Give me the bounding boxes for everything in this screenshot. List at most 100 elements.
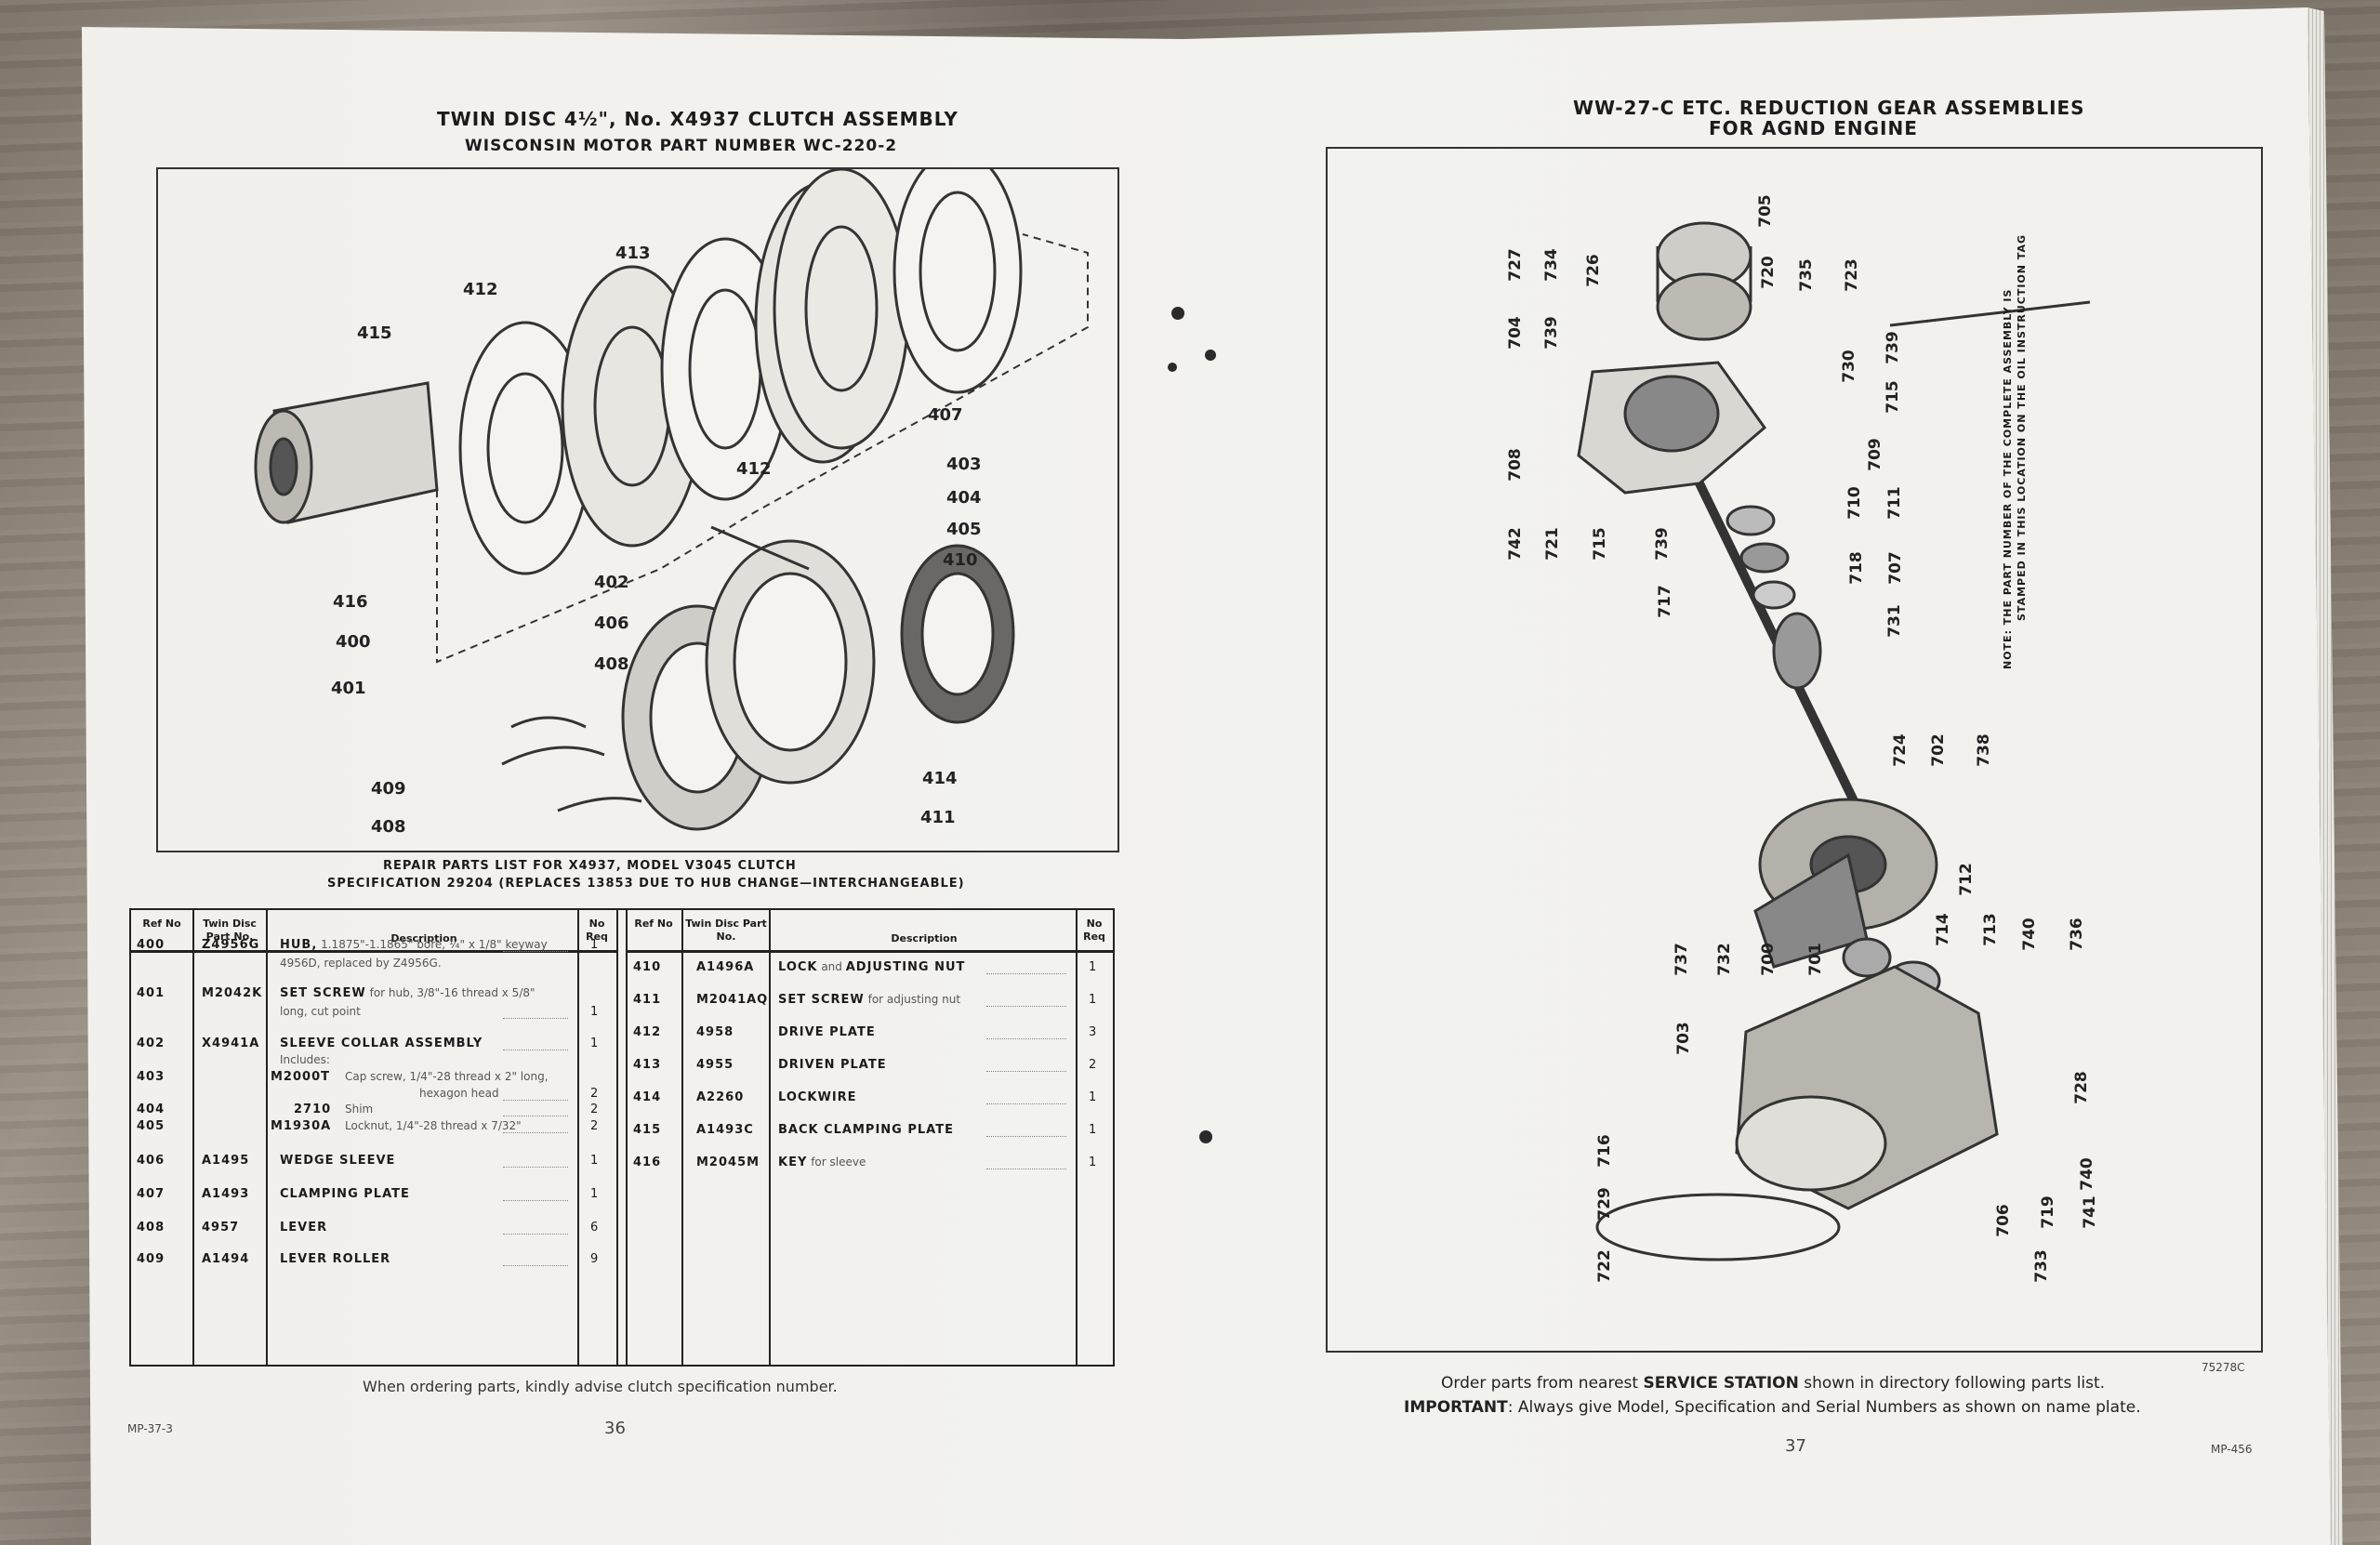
callout-label: 722: [1594, 1249, 1614, 1284]
description: Cap screw, 1/4"-28 thread x 2" long,: [345, 1070, 549, 1084]
quantity-required: 2: [590, 1087, 599, 1101]
callout-label: 732: [1714, 943, 1734, 977]
callout-label: 736: [2067, 917, 2086, 951]
quantity-required: 1: [590, 1037, 599, 1050]
quantity-required: 2: [1089, 1058, 1097, 1072]
punch-hole: [1199, 1130, 1212, 1143]
description-name: Shim: [345, 1103, 374, 1116]
callout-label: 702: [1928, 733, 1948, 767]
part-number: 4958: [696, 1025, 734, 1039]
order-note-text: shown in directory following parts list.: [1798, 1374, 2106, 1393]
callout-label: 738: [1974, 733, 1993, 767]
ref-number: 407: [137, 1187, 165, 1201]
description: LEVER ROLLER: [280, 1252, 390, 1266]
callout-label: 404: [946, 488, 982, 508]
callout-label: 714: [1933, 913, 1952, 946]
header-part: Twin Disc Part No.: [203, 918, 257, 943]
callout-label: 715: [1590, 527, 1609, 561]
callout-label: 730: [1839, 350, 1858, 383]
quantity-required: 1: [590, 1005, 599, 1019]
description: KEY for sleeve: [778, 1155, 866, 1169]
callout-label: 739: [1541, 316, 1561, 350]
assembly-note: NOTE: THE PART NUMBER OF THE COMPLETE AS…: [2001, 234, 2029, 669]
part-number: A1493: [202, 1187, 250, 1201]
description: CLAMPING PLATE: [280, 1187, 410, 1201]
header-part: Twin Disc Part No.: [685, 918, 767, 943]
dot-leader: [503, 951, 568, 952]
description-line2: long, cut point: [280, 1005, 361, 1018]
description-line2: hexagon head: [419, 1087, 499, 1100]
description-name: LOCKWIRE: [778, 1090, 857, 1104]
description-name: DRIVEN PLATE: [778, 1058, 887, 1072]
part-number: M2000T: [271, 1070, 330, 1084]
callout-label: 734: [1541, 247, 1561, 282]
callout-label: 415: [357, 324, 392, 343]
description-name: SET SCREW: [280, 986, 366, 1000]
description: Locknut, 1/4"-28 thread x 7/32": [345, 1119, 522, 1133]
dot-leader: [503, 1200, 568, 1201]
part-number: M1930A: [271, 1119, 332, 1133]
dot-leader: [986, 973, 1066, 974]
part-number: Z4956G: [202, 938, 260, 952]
dot-leader: [986, 1038, 1066, 1039]
description-name: SLEEVE COLLAR ASSEMBLY: [280, 1037, 483, 1050]
note-line-1: NOTE: THE PART NUMBER OF THE COMPLETE AS…: [2002, 288, 2014, 669]
description: DRIVE PLATE: [778, 1025, 876, 1039]
callout-label: 718: [1846, 551, 1866, 585]
parts-table-left: Ref No Twin Disc Part No. Description No…: [129, 908, 618, 1367]
callout-label: 717: [1655, 585, 1674, 618]
part-number: 4957: [202, 1221, 240, 1235]
important-text: : Always give Model, Specification and S…: [1507, 1398, 2141, 1417]
punch-hole: [1168, 363, 1177, 372]
part-number: 4955: [696, 1058, 734, 1072]
part-number: A2260: [696, 1090, 745, 1104]
callout-label: 414: [922, 769, 958, 788]
quantity-required: 1: [1089, 1155, 1097, 1169]
callout-label: 723: [1842, 258, 1861, 292]
clutch-exploded-drawing: [254, 169, 1089, 831]
callout-label: 739: [1883, 331, 1902, 365]
quantity-required: 9: [590, 1252, 599, 1266]
left-page-subtitle: WISCONSIN MOTOR PART NUMBER WC-220-2: [465, 137, 898, 155]
description-name: BACK CLAMPING PLATE: [778, 1123, 954, 1137]
header-description: Description: [390, 932, 457, 944]
quantity-required: 1: [1089, 993, 1097, 1007]
header-description: Description: [891, 932, 958, 944]
dot-leader: [986, 1006, 1066, 1007]
callout-label: 705: [1755, 194, 1775, 229]
dot-leader: [986, 1103, 1066, 1104]
callout-label: 715: [1883, 379, 1902, 414]
right-page-number: 37: [1785, 1436, 1806, 1456]
description-name: DRIVE PLATE: [778, 1025, 876, 1039]
quantity-required: 2: [590, 1103, 599, 1116]
reduction-gear-exploded-drawing: [1577, 221, 2091, 1261]
callout-label: 733: [2031, 1249, 2051, 1284]
dot-leader: [986, 1071, 1066, 1072]
callout-label: 402: [594, 573, 629, 592]
header-ref: Ref No: [142, 918, 181, 930]
callout-label: 406: [594, 614, 629, 633]
callout-label: 726: [1584, 254, 1604, 287]
description: SLEEVE COLLAR ASSEMBLY: [280, 1037, 483, 1050]
description-name: ADJUSTING NUT: [845, 960, 966, 974]
ref-number: 405: [137, 1119, 165, 1133]
description-name: Cap screw, 1/4"-28 thread x 2" long,: [345, 1070, 549, 1083]
quantity-required: 1: [590, 938, 599, 952]
callout-label: 703: [1673, 1022, 1693, 1056]
callout-label: 724: [1891, 733, 1911, 767]
ref-number: 406: [137, 1154, 165, 1168]
part-number: X4941A: [202, 1037, 260, 1050]
description-name: Locknut, 1/4"-28 thread x 7/32": [345, 1119, 522, 1132]
callout-label: 728: [2071, 1070, 2091, 1104]
ref-number: 400: [137, 938, 165, 952]
description-name: CLAMPING PLATE: [280, 1187, 410, 1201]
part-number: M2045M: [696, 1155, 760, 1169]
quantity-required: 3: [1089, 1025, 1097, 1039]
part-number: A1495: [202, 1154, 250, 1168]
left-page-title: TWIN DISC 4½", No. X4937 CLUTCH ASSEMBLY: [437, 108, 959, 130]
description: SET SCREW for hub, 3/8"-16 thread x 5/8": [280, 986, 536, 1000]
part-number: A1496A: [696, 960, 755, 974]
